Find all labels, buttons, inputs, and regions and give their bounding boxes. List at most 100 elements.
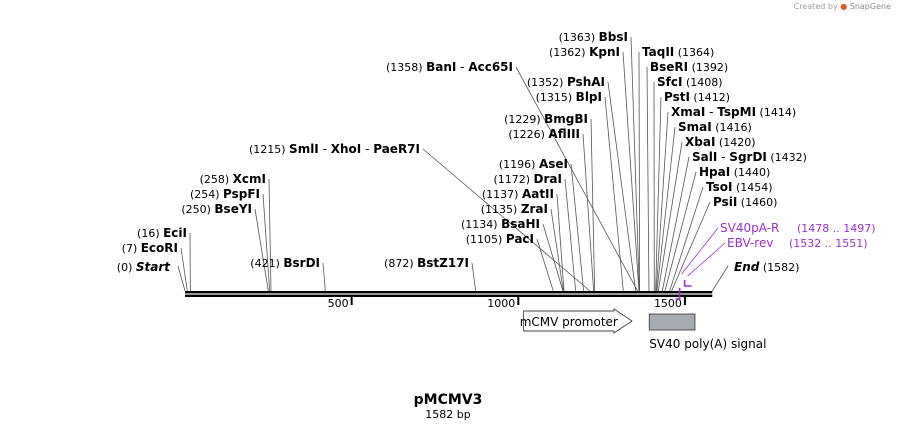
ruler-tick-label: 1000	[487, 297, 515, 310]
restriction-site-label: (1229) BmgBI	[504, 112, 588, 126]
site-position: (1137)	[482, 188, 522, 201]
site-label-text: XmaI - TspMI (1414)	[671, 105, 796, 119]
enzyme-name: BseYI	[214, 202, 252, 216]
enzyme-name: AflIII	[548, 127, 580, 141]
site-connector	[657, 141, 683, 292]
enzyme-name: PsiI	[713, 195, 737, 209]
site-labels: (7) EcoRI(16) EciI (250) BseYI(254) PspFI…	[117, 30, 807, 274]
enzyme-name: PaeR7I	[373, 142, 420, 156]
site-connector	[262, 193, 271, 292]
restriction-site-label: (250) BseYI	[181, 202, 252, 216]
site-position: (1363)	[559, 31, 599, 44]
backbone-strand-bottom	[185, 294, 713, 297]
site-separator: -	[717, 150, 729, 164]
enzyme-name: ZraI	[521, 202, 548, 216]
site-label-text: XbaI (1420)	[685, 135, 755, 149]
end-position: (1582)	[759, 261, 799, 274]
site-position: (1229)	[504, 113, 544, 126]
end-connector	[711, 265, 729, 292]
site-label-text: (1358) BanI - Acc65I	[386, 60, 513, 74]
snapgene-logo-icon: ●	[840, 2, 848, 11]
backbone-strand-top	[185, 291, 713, 294]
site-position: (1315)	[536, 91, 576, 104]
site-position: (1172)	[493, 173, 533, 186]
enzyme-name: TspMI	[717, 105, 756, 119]
enzyme-name: XhoI	[331, 142, 362, 156]
site-label-text: (1363) BbsI	[559, 30, 628, 44]
enzyme-name: KpnI	[589, 45, 620, 59]
site-label-text: (7) EcoRI	[122, 241, 178, 255]
site-label-text: PsiI (1460)	[713, 195, 777, 209]
ruler-tick-label: 500	[328, 297, 349, 310]
enzyme-name: BseRI	[650, 60, 688, 74]
site-connector	[646, 66, 650, 292]
end-name: End	[734, 260, 760, 274]
site-connector	[656, 126, 676, 292]
enzyme-name: BstZ17I	[417, 256, 469, 270]
site-position: (1105)	[466, 233, 506, 246]
enzyme-name: BmgBI	[544, 112, 588, 126]
site-position: (1460)	[737, 196, 777, 209]
enzyme-name: XcmI	[233, 172, 266, 186]
primer-range: (1478 .. 1497)	[797, 222, 876, 235]
site-label-text: (250) BseYI	[181, 202, 252, 216]
site-position: (258)	[200, 173, 233, 186]
enzyme-name: PspFI	[223, 187, 260, 201]
site-connector	[661, 156, 690, 292]
site-position: (1408)	[682, 76, 722, 89]
site-label-text: (1226) AflIII	[508, 127, 580, 141]
restriction-site-label: (1352) PshAI	[527, 75, 605, 89]
feature-label: mCMV promoter	[520, 315, 618, 329]
restriction-site-label: PsiI (1460)	[713, 195, 777, 209]
site-connector	[655, 96, 662, 292]
site-position: (1416)	[712, 121, 752, 134]
site-position: (1432)	[767, 151, 807, 164]
site-label-text: SfcI (1408)	[657, 75, 723, 89]
site-label-text: (1229) BmgBI	[504, 112, 588, 126]
site-position: (872)	[384, 257, 417, 270]
end-position: (0)	[117, 261, 136, 274]
promoter-arrow	[523, 308, 633, 334]
site-connector	[322, 262, 326, 292]
site-connector	[268, 178, 272, 292]
site-label-text: (16) EciI	[137, 226, 187, 240]
site-connector	[515, 66, 638, 292]
map-title-block: pMCMV3 1582 bp	[414, 392, 483, 421]
enzyme-name: TsoI	[706, 180, 732, 194]
enzyme-name: BbsI	[599, 30, 628, 44]
primer-range: (1532 .. 1551)	[789, 237, 868, 250]
restriction-site-label: (1137) AatII	[482, 187, 554, 201]
enzyme-name: SfcI	[657, 75, 682, 89]
restriction-site-label: (7) EcoRI	[122, 241, 178, 255]
site-label-text: (1134) BsaHI	[461, 217, 540, 231]
restriction-site-label: (1215) SmlI - XhoI - PaeR7I	[249, 142, 420, 156]
enzyme-name: BsaHI	[501, 217, 540, 231]
site-label-text: (1196) AseI	[499, 157, 568, 171]
enzyme-name: BsrDI	[283, 256, 320, 270]
site-connector	[180, 247, 188, 292]
restriction-site-label: (1226) AflIII	[508, 127, 580, 141]
enzyme-name: PacI	[506, 232, 534, 246]
site-label-text: (1137) AatII	[482, 187, 554, 201]
site-label-text: (1105) PacI	[466, 232, 534, 246]
end-name: Start	[136, 260, 171, 274]
site-label-text: TsoI (1454)	[706, 180, 773, 194]
site-label-text: (1362) KpnI	[549, 45, 620, 59]
site-connector-lines	[177, 36, 729, 292]
site-label-text: (254) PspFI	[190, 187, 260, 201]
site-label-text: (258) XcmI	[200, 172, 266, 186]
site-connector	[550, 208, 564, 292]
enzyme-name: PshAI	[567, 75, 605, 89]
site-connector	[655, 111, 669, 292]
site-position: (1215)	[249, 143, 289, 156]
primer-arrow-mark	[683, 280, 692, 287]
restriction-site-label: (258) XcmI	[200, 172, 266, 186]
dna-backbone	[185, 291, 713, 297]
enzyme-name: DraI	[534, 172, 562, 186]
site-connector	[630, 36, 640, 292]
enzyme-name: SgrDI	[729, 150, 767, 164]
site-position: (1364)	[674, 46, 714, 59]
